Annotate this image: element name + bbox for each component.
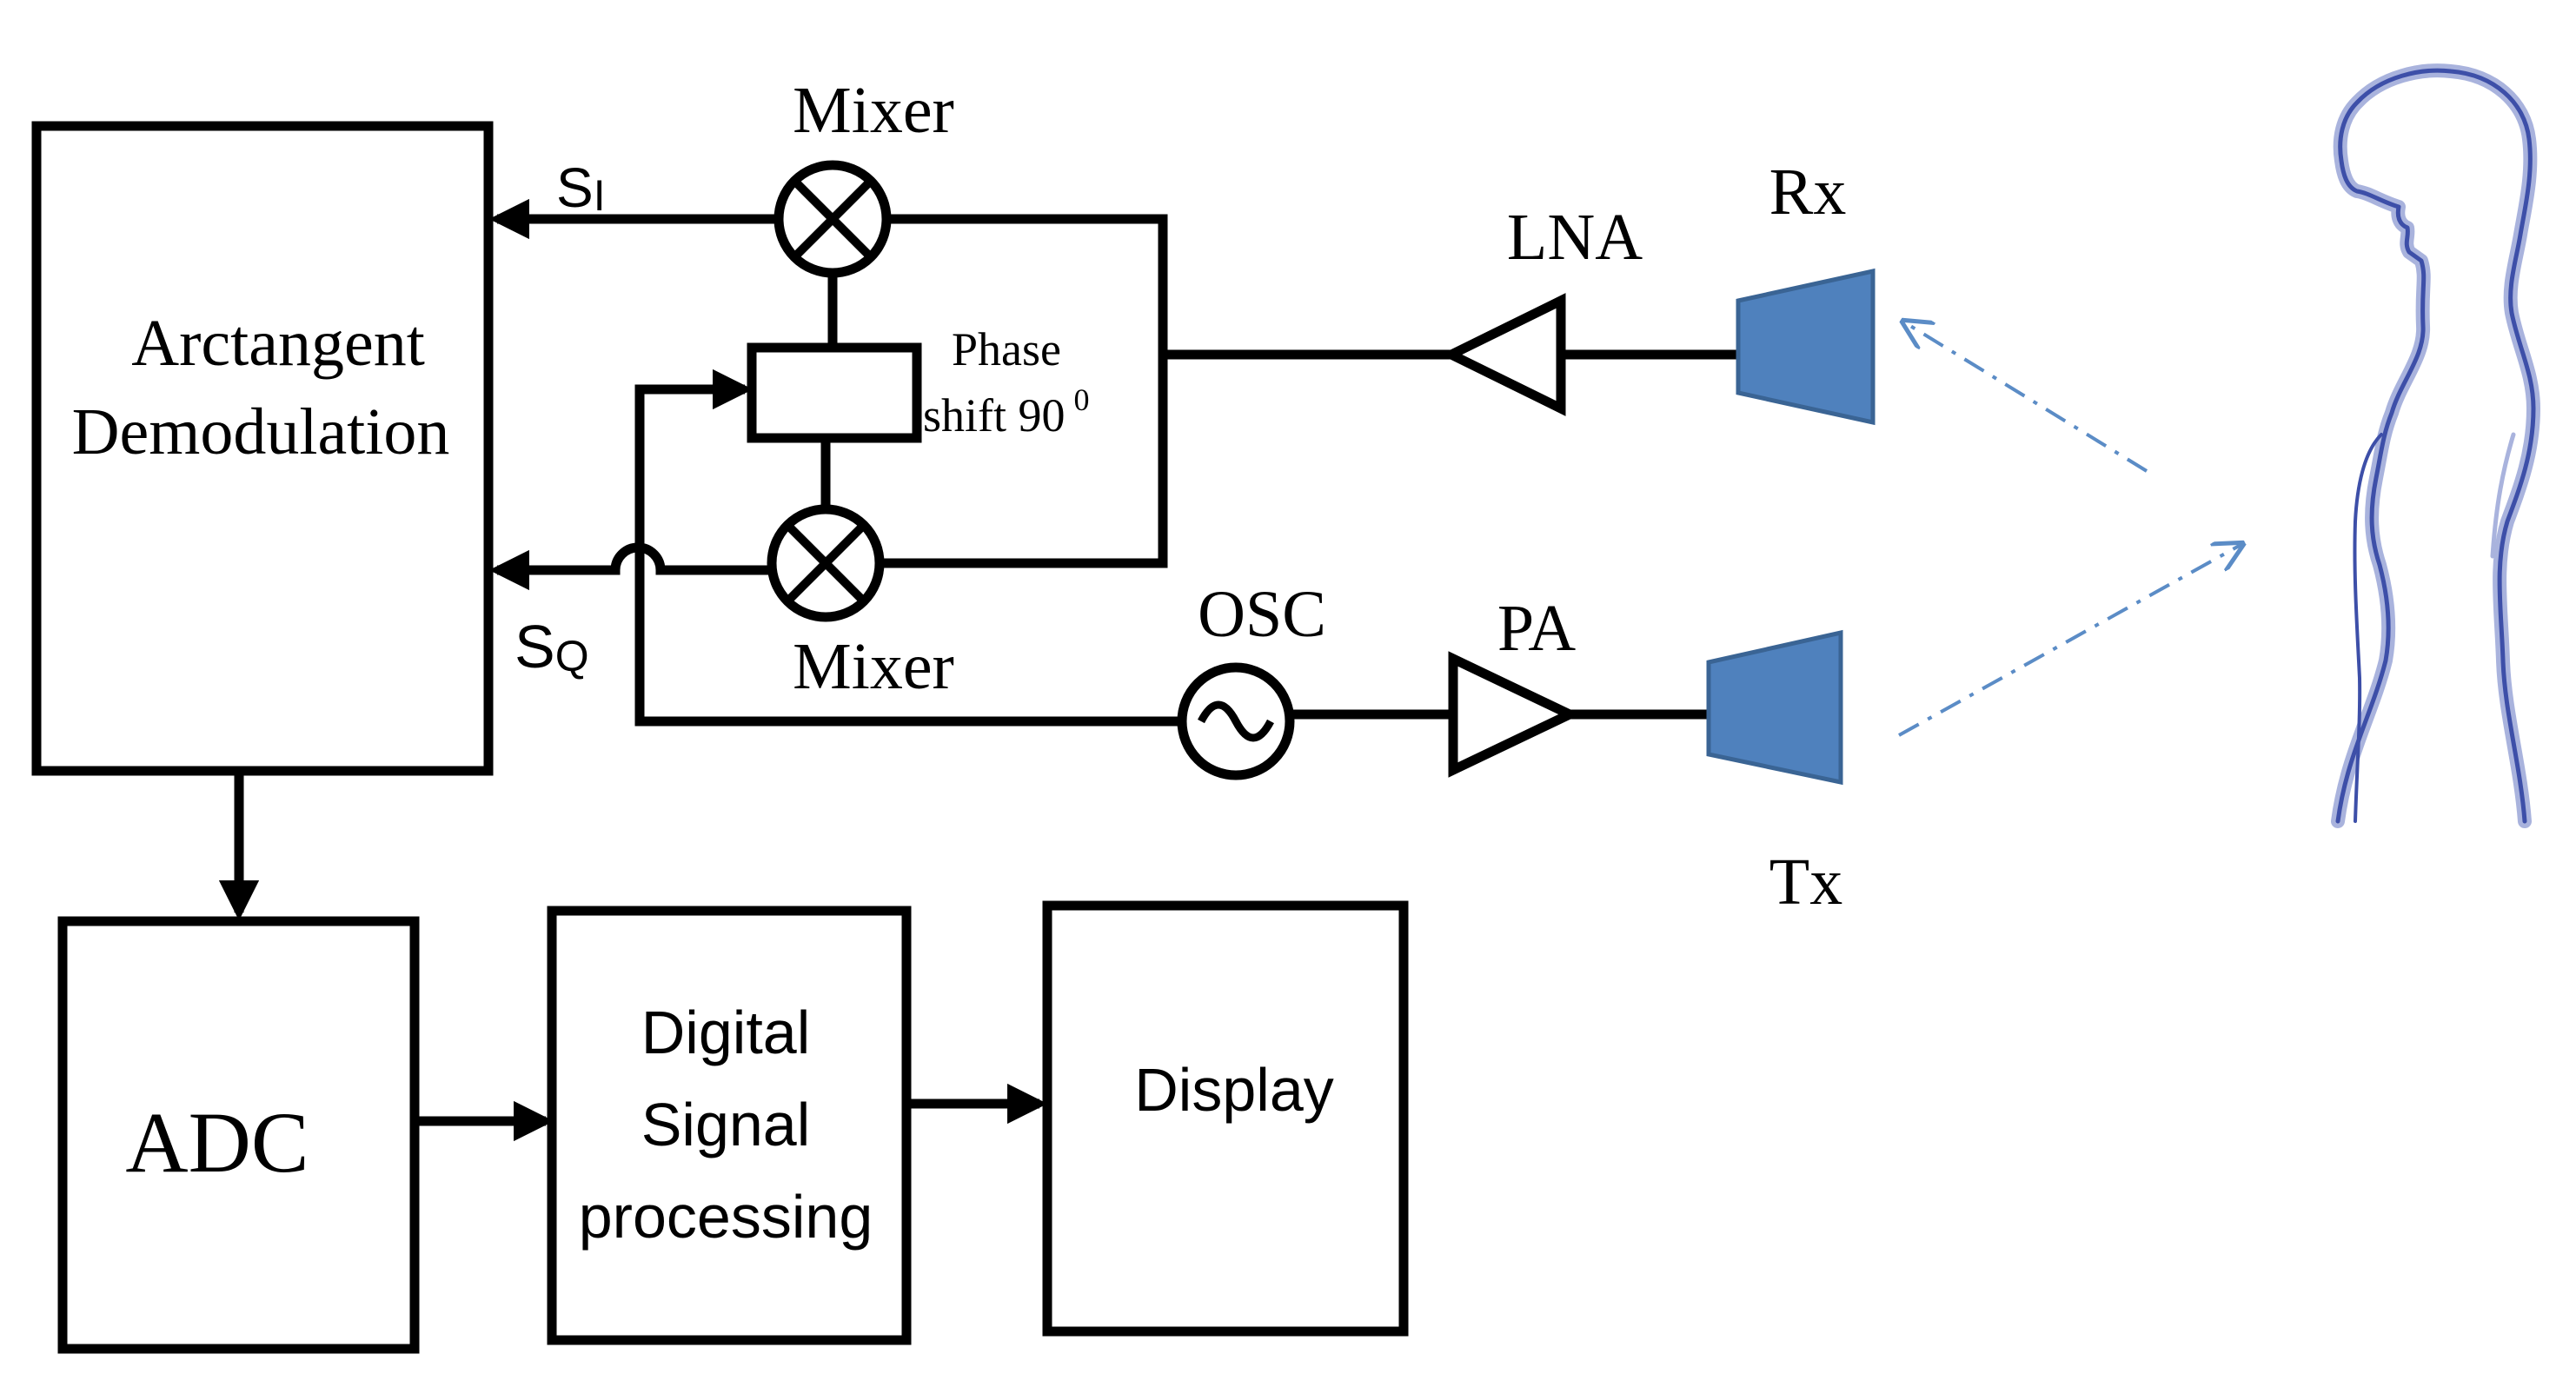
human-body-silhouette	[2331, 63, 2540, 828]
tx-label: Tx	[1769, 846, 1842, 919]
lo-feed-arrow	[634, 368, 1184, 727]
pa-amplifier	[1448, 651, 1581, 778]
phase-shifter-block	[747, 273, 922, 509]
phase-shift-label-line1: Phase	[952, 323, 1061, 375]
sq-signal-arrow	[488, 542, 772, 591]
pa-label: PA	[1497, 592, 1576, 665]
rx-splitter-wire	[880, 214, 1168, 568]
lna-label: LNA	[1507, 201, 1643, 274]
phase-shift-superscript: 0	[1074, 382, 1090, 417]
transmitted-beam	[1898, 544, 2242, 737]
display-label: Display	[1134, 1056, 1334, 1124]
adc-block: ADC	[57, 916, 420, 1354]
si-label: SI	[556, 156, 606, 220]
mixer-top	[773, 160, 892, 278]
tx-antenna	[1706, 629, 1843, 786]
dsp-label-line2: Signal	[641, 1091, 811, 1158]
rx-label: Rx	[1769, 156, 1847, 229]
oscillator	[1177, 662, 1295, 780]
demodulation-label: Demodulation	[72, 395, 450, 468]
mixer-bottom	[767, 504, 885, 622]
display-block: Display	[1042, 900, 1409, 1337]
dsp-block: Digital Signal processing	[547, 906, 912, 1345]
sq-label: SQ	[515, 613, 589, 680]
sine-wave-icon	[1198, 700, 1274, 742]
arctangent-label: Arctangent	[131, 307, 425, 380]
adc-label: ADC	[125, 1094, 309, 1191]
rx-antenna	[1736, 268, 1876, 426]
dsp-label-line1: Digital	[641, 999, 811, 1066]
mixer-bottom-label: Mixer	[793, 630, 954, 703]
lna-amplifier	[1440, 293, 1566, 416]
arctangent-demodulation-block: Arctangent Demodulation	[31, 121, 494, 776]
reflected-beam	[1903, 322, 2148, 473]
mixer-top-label: Mixer	[793, 74, 954, 147]
phase-shift-text: shift 90	[923, 389, 1066, 441]
osc-label: OSC	[1198, 578, 1326, 651]
dsp-label-line3: processing	[579, 1183, 873, 1251]
